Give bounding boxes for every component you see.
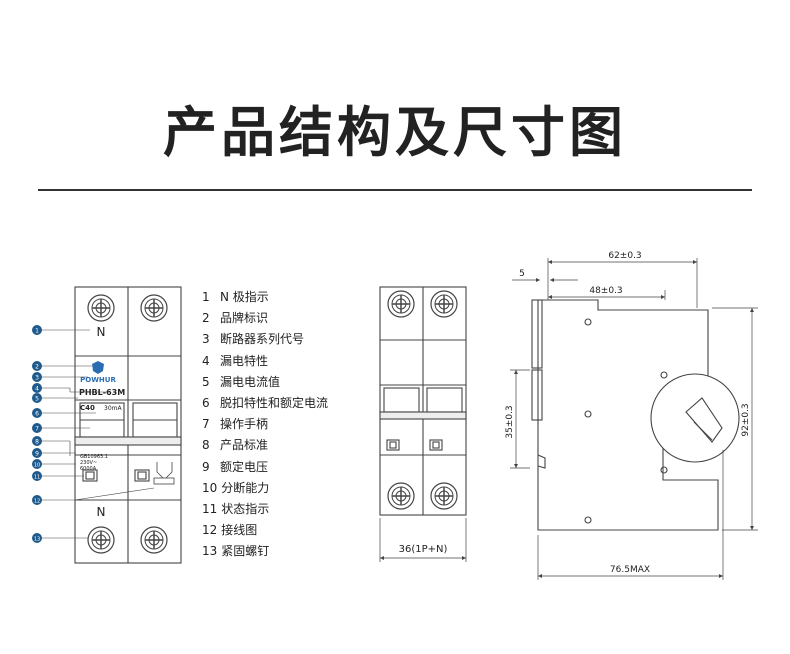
callout-leaders	[40, 329, 155, 539]
rated-current-label: C40	[80, 404, 95, 412]
side-dimension-lines	[510, 258, 758, 580]
dim-62-label: 62±0.3	[608, 251, 641, 261]
page-title: 产品结构及尺寸图	[163, 101, 627, 164]
terminal-screw-icon	[87, 526, 115, 554]
legend-number: 6	[202, 395, 210, 410]
legend-number: 11	[202, 501, 218, 516]
legend-text: 产品标准	[220, 438, 269, 453]
dim-92-label: 92±0.3	[741, 403, 751, 436]
breaking-capacity-label: 6000A	[80, 466, 97, 472]
breaker-side-view	[531, 299, 740, 531]
legend-text: 品牌标识	[220, 311, 269, 326]
n-pole-label: N	[97, 325, 106, 339]
callout-number: 1	[35, 328, 39, 335]
legend-number: 1	[202, 290, 210, 304]
width-dimension-line	[379, 518, 467, 562]
legend-item: 4 漏电特性	[202, 351, 372, 372]
legend-text: N 极指示	[220, 290, 269, 304]
terminal-screw-icon	[140, 294, 168, 322]
callout-number: 2	[35, 364, 39, 371]
dim-48-label: 48±0.3	[589, 286, 622, 296]
callout-number: 8	[35, 439, 39, 446]
callout-number: 10	[34, 463, 40, 469]
callout-number: 12	[34, 499, 40, 505]
callout-number: 11	[34, 475, 40, 481]
legend-item: 9 额定电压	[202, 457, 372, 478]
legend-item: 1 N 极指示	[202, 287, 372, 308]
legend-item: 2 品牌标识	[202, 308, 372, 329]
terminal-screw-icon	[430, 290, 458, 318]
legend-number: 9	[202, 459, 210, 474]
legend-text: 脱扣特性和额定电流	[220, 395, 329, 410]
legend-number: 3	[202, 332, 210, 347]
callout-number: 7	[35, 426, 39, 433]
callout-number: 13	[34, 537, 40, 543]
legend-text: 操作手柄	[220, 417, 269, 432]
callout-number: 5	[35, 396, 39, 403]
dim-35-label: 35±0.3	[505, 405, 515, 438]
legend-item: 5 漏电电流值	[202, 372, 372, 393]
legend-item: 3 断路器系列代号	[202, 329, 372, 350]
brand-shield-icon	[92, 361, 104, 374]
legend-item: 6 脱扣特性和额定电流	[202, 393, 372, 414]
legend-number: 12	[202, 523, 218, 538]
legend-text: 额定电压	[220, 459, 269, 474]
legend-number: 7	[202, 417, 210, 432]
terminal-screw-icon	[87, 294, 115, 322]
legend-text: 漏电特性	[220, 353, 269, 368]
legend-number: 10	[202, 480, 218, 495]
callout-number: 9	[35, 451, 39, 458]
residual-current-label: 30mA	[104, 405, 122, 412]
voltage-label: 230V~	[80, 460, 97, 466]
terminal-screw-icon	[140, 526, 168, 554]
callout-number: 4	[35, 386, 39, 393]
legend-number: 13	[202, 544, 218, 559]
terminal-screw-icon	[387, 482, 415, 510]
n-pole-label-bottom: N	[97, 505, 106, 519]
legend-text: 接线图	[221, 523, 258, 538]
legend-number: 8	[202, 438, 210, 453]
model-label: PHBL-63M	[79, 388, 125, 397]
standard-label: GB10963.1	[80, 454, 108, 460]
legend-text: 断路器系列代号	[220, 332, 305, 347]
legend-item: 8 产品标准	[202, 435, 372, 456]
legend-number: 4	[202, 353, 210, 368]
legend-text: 紧固螺钉	[221, 544, 270, 559]
legend-item: 7 操作手柄	[202, 414, 372, 435]
terminal-screw-icon	[430, 482, 458, 510]
dim-5-label: 5	[519, 269, 525, 279]
callout-number: 3	[35, 375, 39, 382]
title-divider	[38, 189, 752, 191]
callout-number: 6	[35, 411, 39, 418]
component-legend: 1 N 极指示 2 品牌标识 3 断路器系列代号 4 漏电特性 5 漏电电流值 6 脱扣特性…	[202, 287, 372, 562]
brand-logo: POWHUR	[80, 376, 116, 384]
legend-text: 状态指示	[221, 501, 270, 516]
legend-text: 分断能力	[221, 480, 270, 495]
breaker-front-view	[74, 286, 182, 564]
callout-markers: 1 2 3 4 5 6 7 8 9 10 11 12 13	[32, 325, 42, 543]
dim-765-label: 76.5MAX	[610, 565, 650, 575]
terminal-screw-icon	[387, 290, 415, 318]
width-dimension-label: 36(1P+N)	[399, 544, 448, 555]
legend-number: 5	[202, 374, 210, 389]
breaker-dimension-front-view	[379, 286, 467, 516]
legend-text: 漏电电流值	[220, 374, 281, 389]
legend-number: 2	[202, 311, 210, 326]
